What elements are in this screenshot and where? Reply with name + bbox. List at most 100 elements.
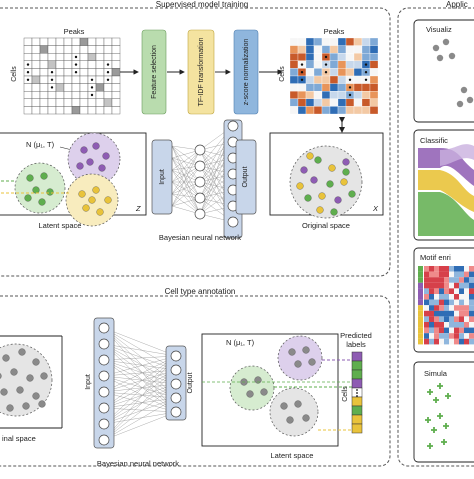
matrix-cell (55, 106, 65, 115)
motif-cell (429, 282, 434, 289)
heat-cell (305, 106, 315, 115)
heat-cell (329, 68, 339, 77)
matrix-cell (63, 53, 73, 62)
heat-cell (297, 45, 307, 54)
matrix-dot (364, 63, 368, 66)
nn-node (98, 322, 110, 334)
heat-cell (321, 37, 331, 46)
motif-cell (439, 310, 444, 317)
motif-cell (469, 288, 474, 294)
annotation-original-point (10, 368, 18, 376)
latent-point (78, 190, 86, 198)
matrix-cell (79, 75, 89, 84)
latent-point (88, 196, 96, 204)
motif-cell (454, 316, 459, 322)
nn-edge (103, 375, 177, 399)
matrix-cell (71, 90, 81, 99)
motif-cell (449, 305, 454, 311)
original-point (314, 156, 322, 164)
motif-cell (454, 327, 459, 334)
heat-cell (329, 45, 339, 54)
heat-cell (313, 98, 323, 107)
nn2-input-layer (93, 317, 115, 449)
app-visualization-points (432, 38, 474, 108)
nn-node (98, 386, 110, 398)
matrix-cell (31, 75, 41, 84)
original-point (342, 168, 350, 176)
motif-cell (464, 310, 469, 317)
nn2-input-nodes (98, 322, 110, 446)
latent-point (26, 174, 34, 182)
matrix-cell (55, 98, 65, 107)
motif-cell (449, 316, 454, 322)
nn-output-nodes (227, 120, 239, 228)
motif-cell (434, 310, 439, 317)
nn-edge (103, 355, 177, 409)
motif-cell (439, 316, 444, 322)
motif-cell (434, 316, 439, 322)
latent-point (32, 186, 40, 194)
predicted-label-cell (351, 378, 363, 389)
heat-cell (305, 83, 315, 92)
motif-cell (449, 266, 454, 272)
matrix-cell (103, 98, 113, 107)
heat-cell (297, 83, 307, 92)
app-motif-heatmap (418, 266, 474, 345)
matrix-dot (300, 78, 304, 82)
annotation-panel (0, 295, 391, 467)
original-point (342, 158, 350, 166)
matrix-cell (95, 106, 105, 115)
motif-side-cell (418, 305, 423, 311)
motif-cell (469, 338, 474, 345)
matrix-cell (103, 106, 113, 115)
heat-cell (329, 91, 339, 99)
motif-cell (434, 333, 439, 339)
nn-edge (171, 157, 201, 183)
matrix-dot (348, 78, 352, 82)
matrix-cell (55, 37, 65, 46)
nn-edge (171, 145, 201, 183)
motif-cell (449, 288, 454, 294)
motif-cell (459, 310, 464, 317)
annotation-latent-formula: N (μ₁, T) (226, 338, 255, 347)
feature-selection-box (141, 29, 167, 115)
matrix-dot (50, 78, 54, 82)
heat-cell (337, 75, 347, 84)
heat-cell (353, 68, 363, 77)
heat-cell (337, 45, 347, 54)
heat-cell (329, 106, 339, 115)
motif-cell (424, 271, 429, 278)
motif-cell (464, 277, 469, 283)
nn-node (194, 160, 206, 172)
app-point (460, 86, 468, 94)
nn-edge (171, 145, 201, 167)
motif-cell (454, 288, 459, 294)
nn-edge (103, 359, 177, 413)
motif-cell (459, 327, 464, 334)
matrix-dot (364, 71, 368, 74)
zscore-label: z-score normalization (243, 39, 250, 106)
matrix-cell (111, 68, 121, 77)
nn-output-label: Output (242, 166, 249, 187)
matrix-cell (71, 37, 81, 46)
annotation-purple-cluster (277, 335, 323, 381)
heat-cell (345, 98, 355, 107)
motif-cell (454, 338, 459, 345)
matrix-cell (103, 83, 113, 92)
nn-edge (103, 343, 177, 385)
motif-side-cell (418, 333, 423, 339)
heat-cell (289, 106, 299, 115)
sim-point (425, 417, 431, 423)
app-point (436, 54, 444, 62)
matrix-cell (95, 68, 105, 77)
matrix-cell (39, 45, 49, 54)
matrix-cell (23, 37, 33, 46)
heat-cell (353, 45, 363, 54)
predicted-label-cell (351, 351, 363, 362)
predicted-labels-title-1: Predicted (340, 331, 372, 340)
motif-cell (459, 266, 464, 272)
matrix-cell (39, 106, 49, 115)
matrix-cell (47, 60, 57, 69)
matrix-cell (55, 60, 65, 69)
latent-point (102, 152, 110, 160)
